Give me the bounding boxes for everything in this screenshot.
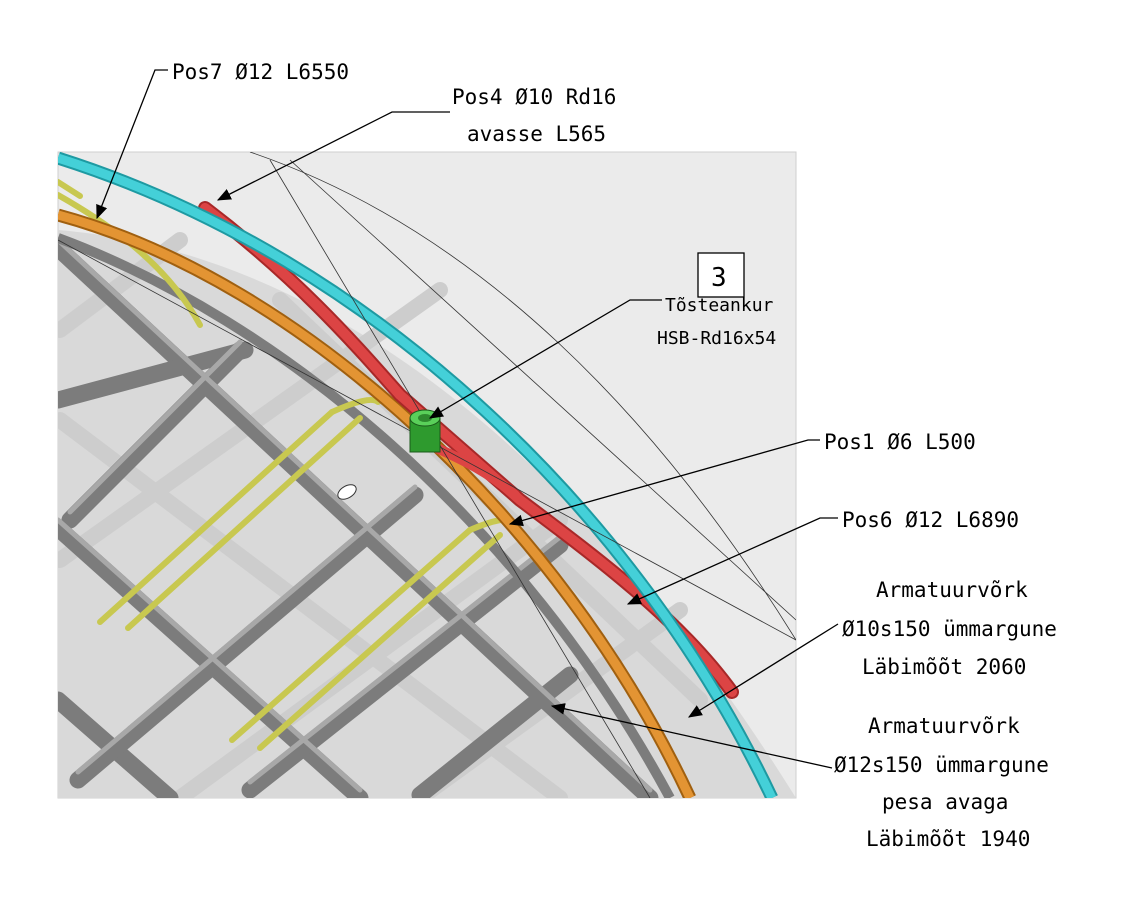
mesh-bar xyxy=(69,486,424,789)
mesh1-leader xyxy=(688,623,839,718)
anchor-label-line2: HSB-Rd16x54 xyxy=(657,328,776,349)
mesh-edge-ring xyxy=(58,233,675,798)
mesh2-label-line2: Ø12s150 ümmargune xyxy=(834,753,1049,777)
pos1-hooks xyxy=(58,179,515,751)
mesh2-leader xyxy=(550,703,833,769)
pos6-label: Pos6 Ø12 L6890 xyxy=(842,508,1019,532)
lifting-anchor xyxy=(409,409,441,453)
mesh-bar xyxy=(58,341,254,409)
mesh2-label-line3: pesa avaga xyxy=(882,790,1008,814)
pos4-label-line2: avasse L565 xyxy=(467,122,606,146)
pos6-ring xyxy=(58,153,777,798)
mesh1-label-line3: Läbimõõt 2060 xyxy=(862,655,1026,679)
mesh1-label-line1: Armatuurvõrk xyxy=(876,578,1028,602)
anchor-leader xyxy=(428,299,662,419)
mesh-bar xyxy=(61,341,249,529)
mesh2-label-line1: Armatuurvõrk xyxy=(868,714,1020,738)
labels: Pos7 Ø12 L6550 Pos4 Ø10 Rd16 avasse L565… xyxy=(172,60,1057,851)
mesh-bar xyxy=(241,536,569,798)
pos4-leader xyxy=(216,111,450,201)
detail-number-box xyxy=(697,252,745,298)
mesh2-label-line4: Läbimõõt 1940 xyxy=(866,827,1030,851)
pos4-label-line1: Pos4 Ø10 Rd16 xyxy=(452,85,616,109)
detail-number: 3 xyxy=(711,263,727,293)
leader-lines xyxy=(96,69,839,769)
anchor-label-line1: Tõsteankur xyxy=(665,295,774,316)
mesh1-label-line2: Ø10s150 ümmargune xyxy=(842,617,1057,641)
pos6-leader xyxy=(626,517,838,605)
pos7-leader xyxy=(96,69,168,220)
pos7-label: Pos7 Ø12 L6550 xyxy=(172,60,349,84)
lifting-hole xyxy=(337,484,357,500)
pos1-leader xyxy=(508,439,820,527)
pos1-label: Pos1 Ø6 L500 xyxy=(824,430,976,454)
